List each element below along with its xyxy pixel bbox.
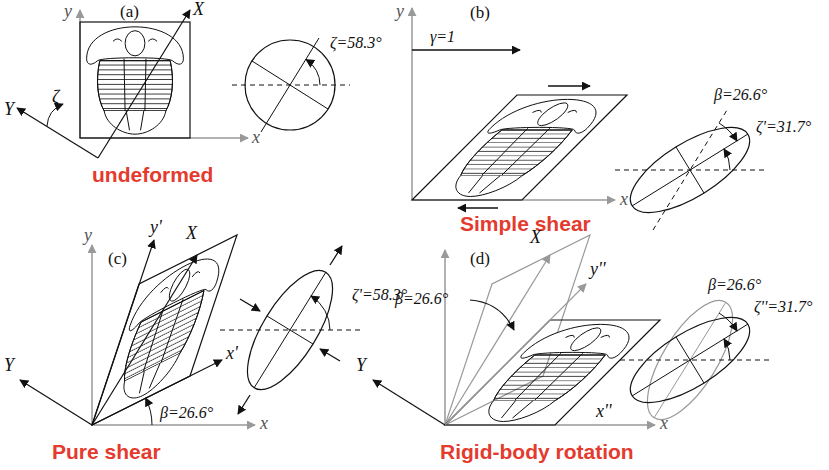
axis-label: x [252,128,260,148]
axis-label: x [620,190,628,210]
panel-a [17,10,350,158]
axis-label: x [660,414,668,434]
panel-b [412,8,765,230]
shear-value: γ=1 [430,28,455,46]
axis-label: X [186,224,197,244]
axis-label: y [84,226,92,246]
panel-letter: (c) [108,250,127,269]
axis-label: Y [356,356,366,376]
axis-label: x'' [596,402,612,422]
panel-letter: (b) [470,4,490,23]
panel-d [373,235,770,432]
panel-letter: (d) [470,250,490,269]
angle-value: β=26.6° [395,290,448,308]
axis-label: X [193,0,204,20]
angle-value: ζ''=31.7° [754,298,813,316]
axis-label: X [530,228,541,248]
axis-label: y' [150,218,162,238]
panel-title: Pure shear [52,440,161,463]
axis-label: Y [4,356,14,376]
angle-symbol: ζ [52,88,59,108]
panel-title: undeformed [92,163,213,186]
axis-label: y [396,2,404,22]
panel-c [20,235,360,425]
angle-value: ζ'=31.7° [756,118,811,136]
panel-letter: (a) [120,3,139,22]
axis-label: y [64,2,72,22]
axis-label: x [260,414,268,434]
axis-label: y'' [590,260,606,280]
axis-label: x' [226,344,238,364]
angle-value: β=26.6° [708,276,761,294]
angle-value: ζ=58.3° [330,34,382,52]
axis-label: Y [4,100,14,120]
panel-title: Simple shear [460,212,591,235]
angle-value: β=26.6° [160,404,213,422]
panel-title: Rigid-body rotation [440,440,634,463]
angle-value: β=26.6° [714,86,767,104]
